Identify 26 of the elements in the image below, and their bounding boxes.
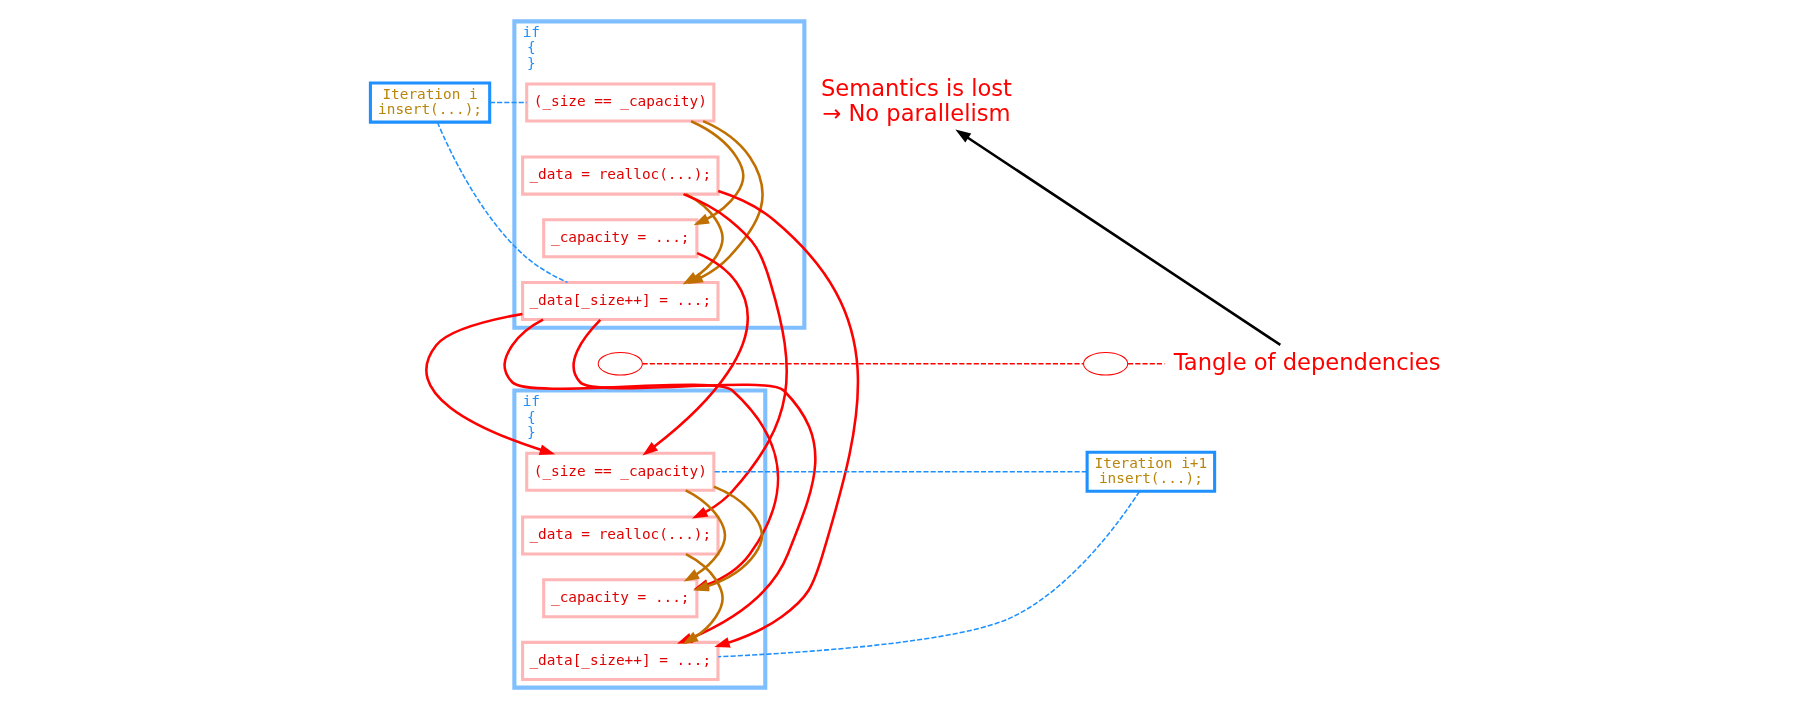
node-box: _data = realloc(...); xyxy=(521,155,720,196)
node-box: _data = realloc(...); xyxy=(521,514,720,556)
node-box: Iteration i insert(...); xyxy=(368,81,492,124)
connector xyxy=(641,362,1085,364)
connector xyxy=(713,470,1088,472)
arrow xyxy=(714,189,859,648)
arrow xyxy=(425,312,556,455)
arrow xyxy=(683,488,727,582)
arrow xyxy=(682,552,724,644)
arrow xyxy=(683,192,788,519)
node-box: (_size == _capacity) xyxy=(525,451,716,492)
arrow xyxy=(955,128,1282,346)
connector xyxy=(717,490,1140,657)
node-text: Semantics is lost → No parallelism xyxy=(820,74,1012,126)
node-box: Iteration i+1 insert(...); xyxy=(1085,450,1217,493)
node-box: _data[_size++] = ...; xyxy=(521,280,720,321)
node-ellipse xyxy=(1083,351,1129,376)
arrow xyxy=(642,251,749,455)
node-box: _data[_size++] = ...; xyxy=(521,640,720,681)
node-box: _capacity = ...; xyxy=(542,217,699,258)
node-box: (_size == _capacity) xyxy=(525,82,716,123)
node-box: _capacity = ...; xyxy=(542,577,699,618)
arrow xyxy=(690,119,745,225)
node-ellipse xyxy=(597,351,643,376)
node-text: Tangle of dependencies xyxy=(1173,348,1441,375)
connector xyxy=(489,101,528,103)
